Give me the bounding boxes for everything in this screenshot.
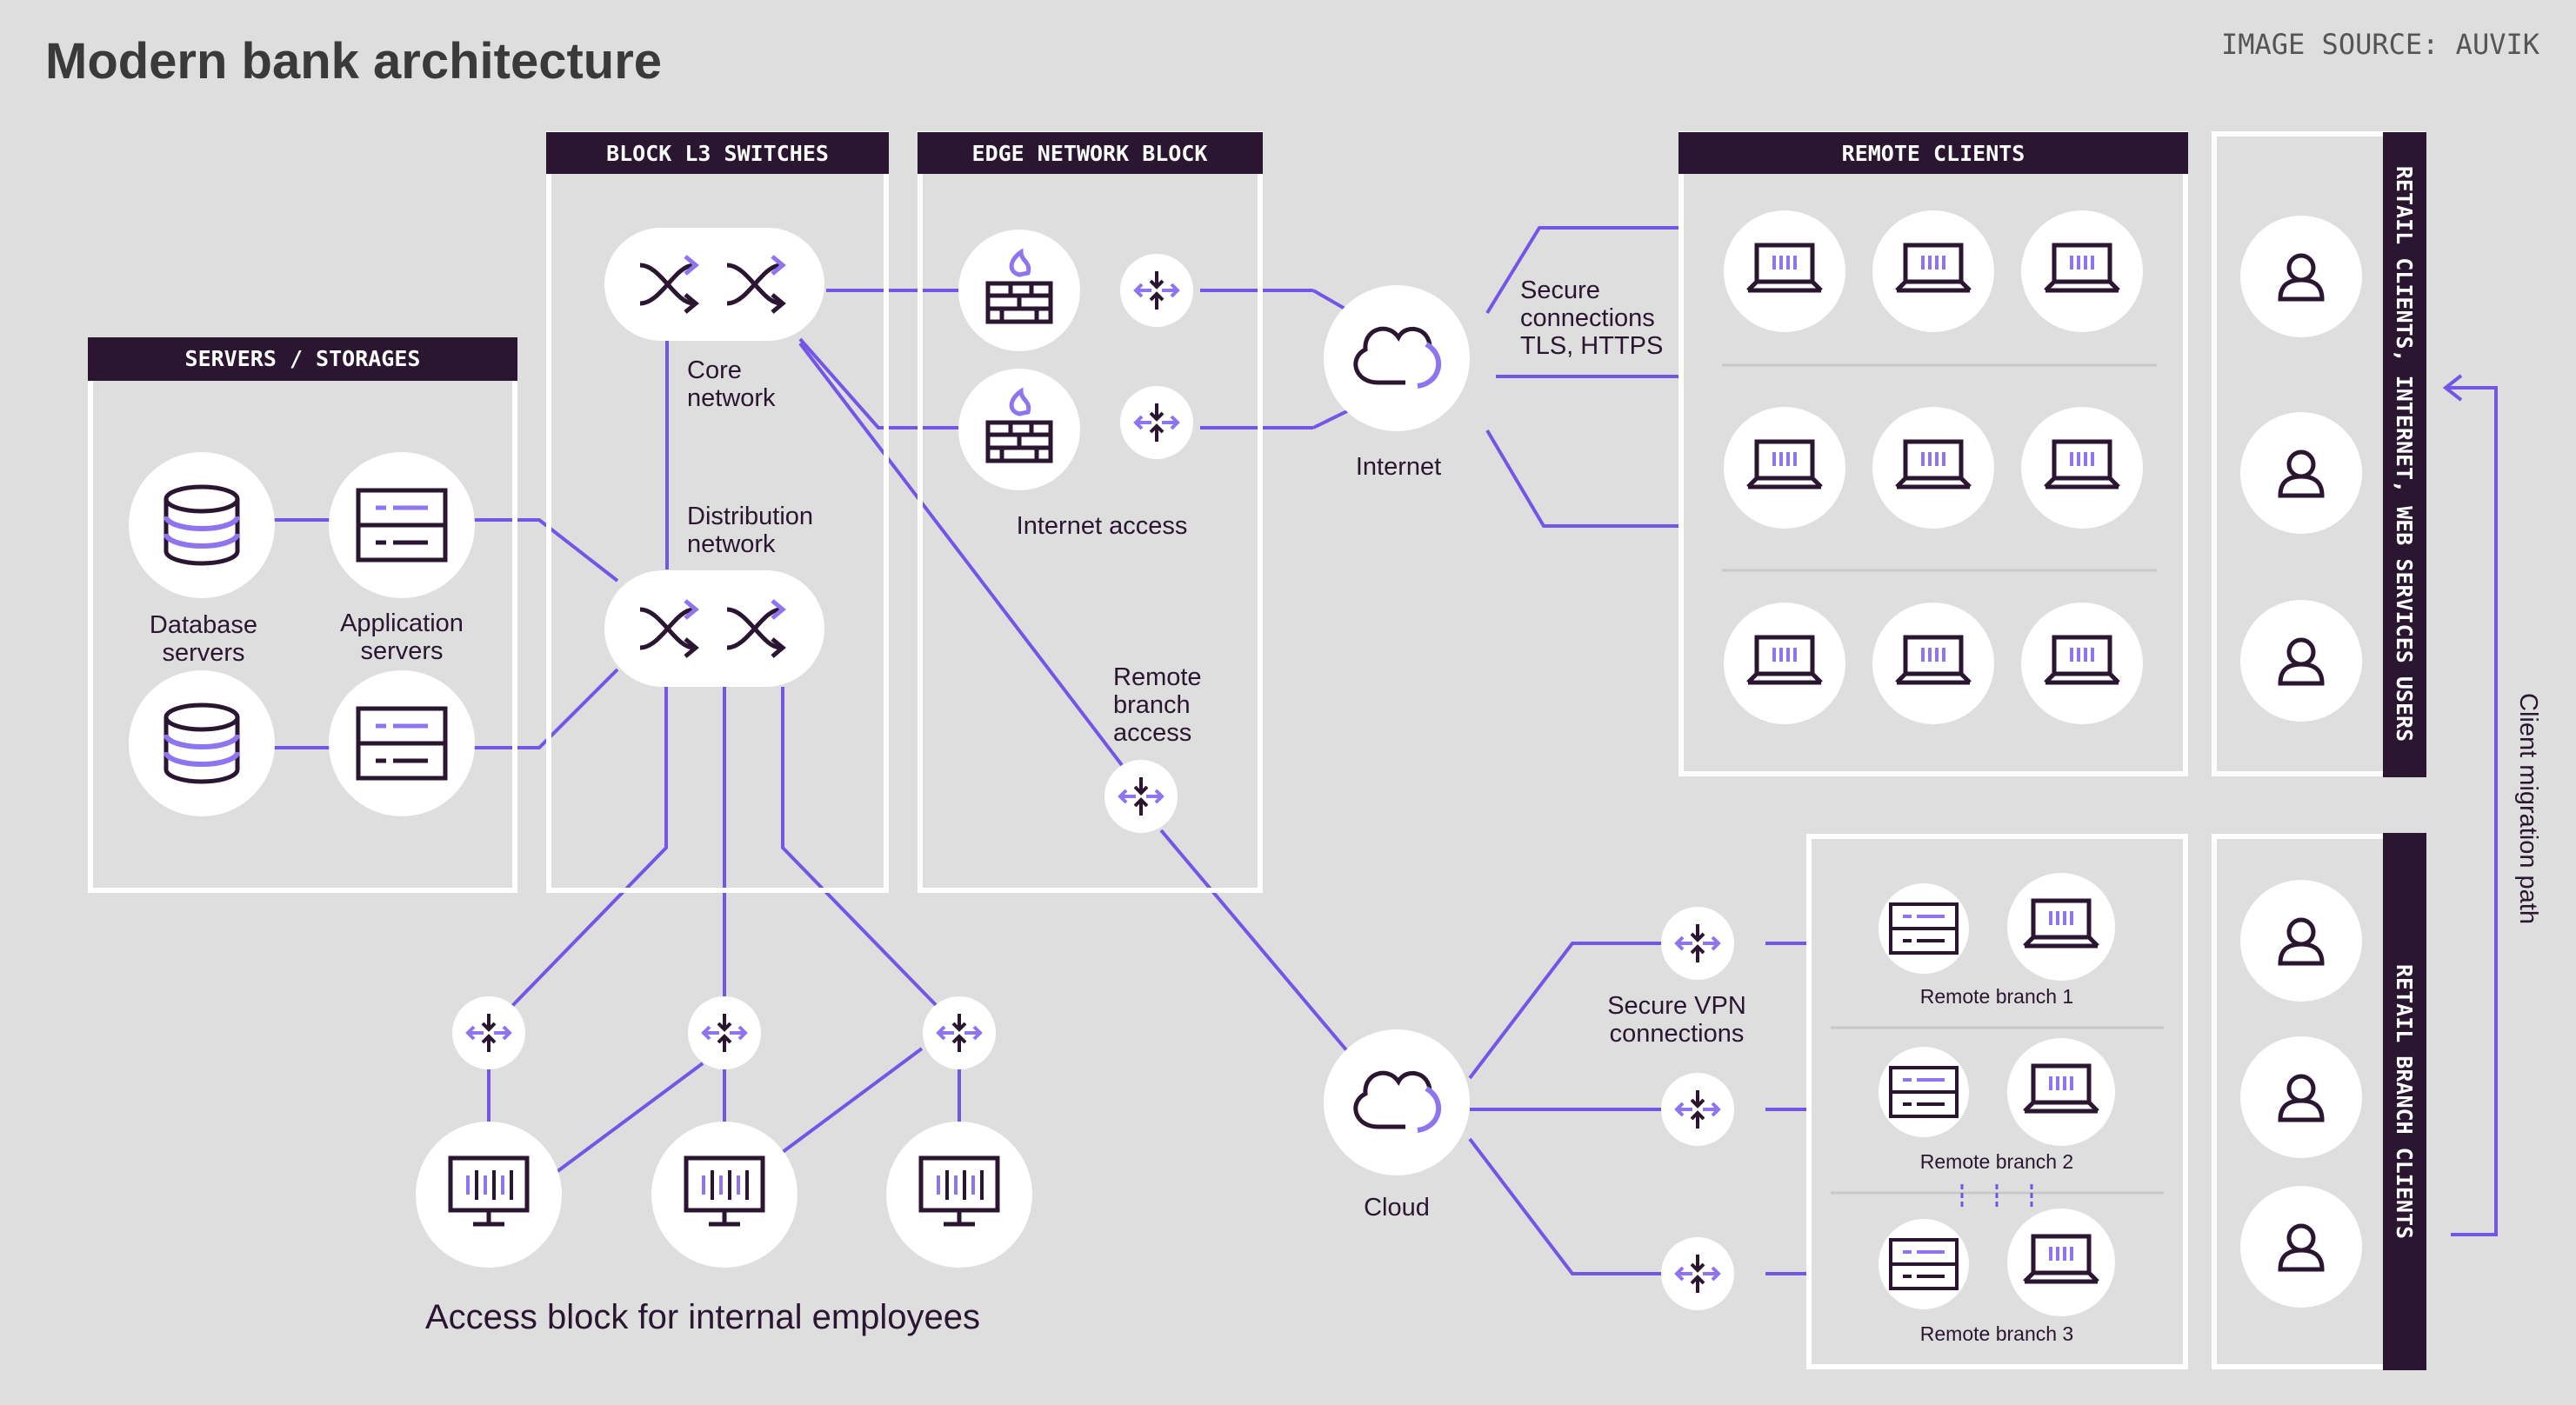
label-core-1: Core [687, 356, 742, 384]
block-remote-branches [1806, 834, 2188, 1369]
block-edge-network: EDGE NETWORK BLOCK [918, 131, 1263, 893]
cloud-node [1324, 1029, 1470, 1175]
retail-branch-user [2240, 880, 2362, 1002]
label-application-2: servers [360, 637, 443, 665]
retail-client-users [2240, 216, 2362, 722]
block-l3-title: BLOCK L3 SWITCHES [606, 141, 829, 166]
remote-client-laptop [1724, 407, 1845, 529]
label-secure-3: TLS, HTTPS [1520, 332, 1663, 360]
label-internet-access: Internet access [1017, 512, 1188, 540]
label-core-2: network [687, 384, 776, 412]
block-servers-title: SERVERS / STORAGES [185, 346, 421, 371]
label-vpn-2: connections [1610, 1020, 1745, 1048]
router-remote-access [1104, 760, 1178, 833]
router-vpn-2 [1661, 1073, 1734, 1146]
distribution-switch [604, 570, 824, 687]
block-servers: SERVERS / STORAGES [88, 337, 517, 893]
core-switch [604, 228, 824, 341]
remote-client-laptops [1724, 210, 2143, 724]
employee-workstation-3 [886, 1122, 1032, 1268]
connection-lines [274, 226, 2498, 1275]
remote-client-laptop [2021, 603, 2143, 724]
label-database-1: Database [150, 611, 257, 639]
retail-client-user [2240, 412, 2362, 534]
block-retail-branch: RETAIL BRANCH CLIENTS [2212, 833, 2426, 1370]
block-retail-clients-title: RETAIL CLIENTS, INTERNET, WEB SERVICES U… [2392, 166, 2417, 742]
remote-branch-3: Remote branch 3 [1879, 1209, 2115, 1345]
label-cloud: Cloud [1364, 1194, 1430, 1222]
remote-client-laptop [2021, 210, 2143, 332]
block-retail-clients: RETAIL CLIENTS, INTERNET, WEB SERVICES U… [2212, 131, 2426, 777]
label-branch-1: Remote branch 1 [1920, 985, 2073, 1008]
router-vpn-1 [1661, 907, 1734, 980]
page-title: Modern bank architecture [45, 33, 662, 90]
label-distribution-2: network [687, 530, 776, 558]
database-server-1 [129, 452, 275, 598]
remote-branch-2: Remote branch 2 [1879, 1038, 2115, 1173]
label-branch-3: Remote branch 3 [1920, 1322, 2073, 1345]
router-edge-2 [1120, 386, 1193, 459]
router-access-3 [923, 996, 996, 1069]
internet-node [1324, 285, 1470, 431]
label-access-block: Access block for internal employees [425, 1298, 980, 1336]
label-distribution-1: Distribution [687, 503, 813, 530]
retail-client-user [2240, 600, 2362, 722]
employee-workstation-1 [416, 1122, 562, 1268]
remote-client-laptop [1724, 210, 1845, 332]
remote-client-laptop [1872, 603, 1994, 724]
remote-client-laptop [1872, 210, 1994, 332]
application-server-1 [329, 452, 475, 598]
label-internet: Internet [1356, 453, 1441, 481]
label-vpn-1: Secure VPN [1607, 992, 1746, 1020]
label-secure-2: connections [1520, 304, 1655, 332]
retail-branch-users [2240, 880, 2362, 1308]
image-source: IMAGE SOURCE: AUVIK [2221, 28, 2540, 61]
remote-client-laptop [2021, 407, 2143, 529]
block-remote-clients-title: REMOTE CLIENTS [1842, 141, 2025, 166]
label-application-1: Application [340, 609, 464, 637]
database-server-2 [129, 670, 275, 816]
label-branch-2: Remote branch 2 [1920, 1150, 2073, 1173]
firewall-2 [958, 369, 1080, 490]
router-access-2 [688, 996, 761, 1069]
label-secure-1: Secure [1520, 276, 1600, 304]
router-vpn-3 [1661, 1237, 1734, 1310]
retail-branch-user [2240, 1036, 2362, 1158]
employee-workstation-2 [651, 1122, 797, 1268]
label-database-2: servers [162, 639, 244, 667]
remote-branch-1: Remote branch 1 [1879, 873, 2115, 1008]
label-remote-access-1: Remote [1113, 663, 1202, 691]
router-edge-1 [1120, 254, 1193, 327]
label-remote-access-2: branch [1113, 691, 1191, 719]
retail-client-user [2240, 216, 2362, 337]
firewall-1 [958, 230, 1080, 351]
block-retail-branch-title: RETAIL BRANCH CLIENTS [2392, 964, 2417, 1239]
block-remote-clients: REMOTE CLIENTS [1678, 131, 2188, 776]
remote-client-laptop [1872, 407, 1994, 529]
label-remote-access-3: access [1113, 719, 1191, 747]
retail-branch-user [2240, 1186, 2362, 1308]
router-access-1 [452, 996, 525, 1069]
remote-client-laptop [1724, 603, 1845, 724]
block-l3-switches: BLOCK L3 SWITCHES [546, 131, 889, 893]
block-edge-title: EDGE NETWORK BLOCK [972, 141, 1208, 166]
label-migration-path: Client migration path [2514, 693, 2542, 924]
application-server-2 [329, 670, 475, 816]
